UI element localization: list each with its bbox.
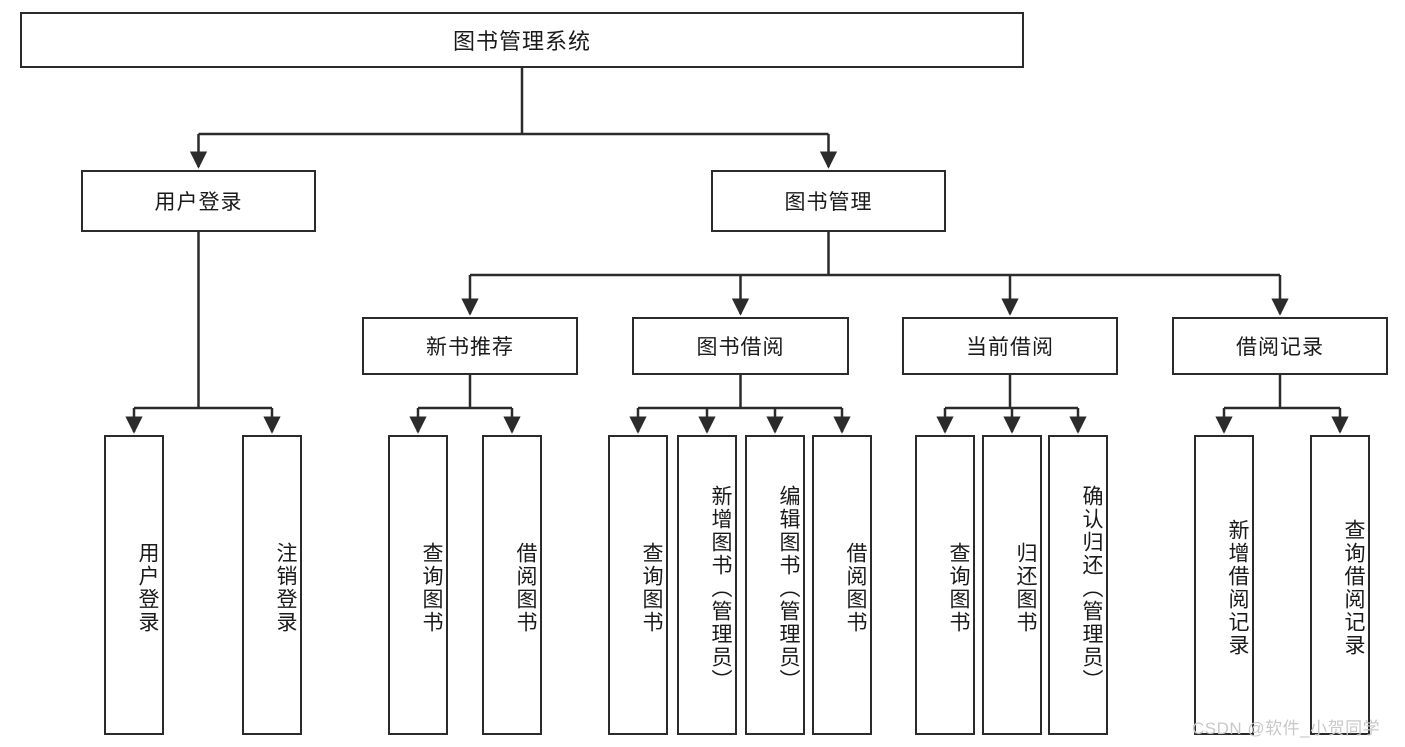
node-leaf_borrow_book_2[interactable]: 借阅图书 — [812, 435, 872, 735]
node-borrow_record[interactable]: 借阅记录 — [1172, 317, 1388, 375]
node-leaf_add_book[interactable]: 新增图书（管理员） — [677, 435, 737, 735]
node-root[interactable]: 图书管理系统 — [20, 12, 1024, 68]
node-leaf_user_login[interactable]: 用户登录 — [104, 435, 164, 735]
watermark-text: CSDN @软件_小贺同学 — [1192, 719, 1381, 738]
node-user_login[interactable]: 用户登录 — [81, 170, 316, 232]
node-leaf_query_book_2[interactable]: 查询图书 — [608, 435, 668, 735]
node-leaf_return_book[interactable]: 归还图书 — [982, 435, 1042, 735]
node-book_manage[interactable]: 图书管理 — [711, 170, 946, 232]
node-book_borrow[interactable]: 图书借阅 — [632, 317, 849, 375]
node-leaf_add_record[interactable]: 新增借阅记录 — [1194, 435, 1254, 735]
node-leaf_query_record[interactable]: 查询借阅记录 — [1310, 435, 1370, 735]
node-current_borrow[interactable]: 当前借阅 — [902, 317, 1118, 375]
node-leaf_query_book_3[interactable]: 查询图书 — [915, 435, 975, 735]
edge-group — [125, 68, 1349, 434]
node-leaf_borrow_book_1[interactable]: 借阅图书 — [482, 435, 542, 735]
node-leaf_logout[interactable]: 注销登录 — [242, 435, 302, 735]
node-leaf_query_book_1[interactable]: 查询图书 — [388, 435, 448, 735]
node-leaf_confirm_return[interactable]: 确认归还（管理员） — [1048, 435, 1108, 735]
node-new_book_rec[interactable]: 新书推荐 — [362, 317, 578, 375]
node-leaf_edit_book[interactable]: 编辑图书（管理员） — [745, 435, 805, 735]
